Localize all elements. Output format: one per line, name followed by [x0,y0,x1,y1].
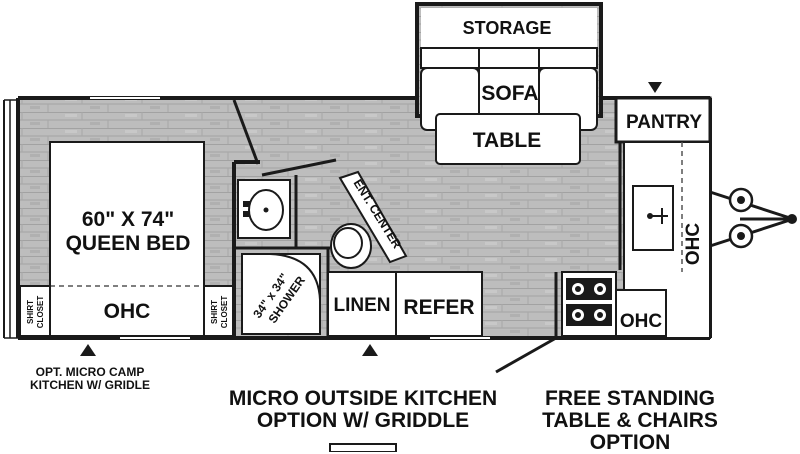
shirt-closet-left-label: SHIRT [26,300,35,324]
linen-cabinet [327,271,397,337]
outside-kitchen-arrow [362,344,378,356]
toilet [330,223,372,269]
shirt-closet-right-label-2: CLOSET [220,296,229,329]
free-standing-line3: OPTION [589,431,671,454]
table-label: TABLE [473,129,541,152]
kitchen-ohc [615,289,667,337]
free-standing-line2: TABLE & CHAIRS [542,409,718,433]
micro-outside-line2: OPTION W/ GRIDDLE [256,409,470,433]
dinette-table [435,113,581,165]
shirt-closet-right [203,285,235,337]
shower-stall [241,253,321,335]
micro-outside-line1: MICRO OUTSIDE KITCHEN [228,387,498,410]
kitchen-sink [632,185,674,251]
refer-label: REFER [403,296,474,319]
opt-micro-caption: OPT. MICRO CAMP KITCHEN W/ GRIDLE [10,366,170,391]
bed-size-label: 60" X 74" [82,208,174,231]
queen-bed [49,141,205,337]
hitch [709,187,797,249]
ent-center [338,170,408,264]
kitchen-ohc-label: OHC [620,311,663,332]
storage-label: STORAGE [463,18,552,38]
entry-door [495,336,557,374]
free-standing-caption: FREE STANDING TABLE & CHAIRS OPTION [534,387,726,454]
shirt-closet-right-label: SHIRT [210,300,219,324]
outside-kitchen-marker [329,443,397,452]
pantry-arrow [648,82,662,93]
slideout-inner-wall [421,8,597,48]
opt-micro-arrow [80,344,96,356]
refrigerator [395,271,483,337]
opt-micro-line1: OPT. MICRO CAMP [35,365,145,379]
sofa [420,47,598,131]
shirt-closet-left [19,285,51,337]
linen-label: LINEN [334,295,391,316]
shirt-closet-left-label-2: CLOSET [36,296,45,329]
micro-outside-caption: MICRO OUTSIDE KITCHEN OPTION W/ GRIDDLE [218,387,508,433]
bed-type-label: QUEEN BED [66,232,191,255]
opt-micro-line2: KITCHEN W/ GRIDLE [30,377,150,392]
pantry-label: PANTRY [626,112,702,133]
bed-ohc-label: OHC [104,300,151,323]
sofa-label: SOFA [481,82,538,105]
stove [561,271,617,337]
side-ohc-label: OHC [683,223,704,266]
free-standing-line1: FREE STANDING [545,387,715,410]
